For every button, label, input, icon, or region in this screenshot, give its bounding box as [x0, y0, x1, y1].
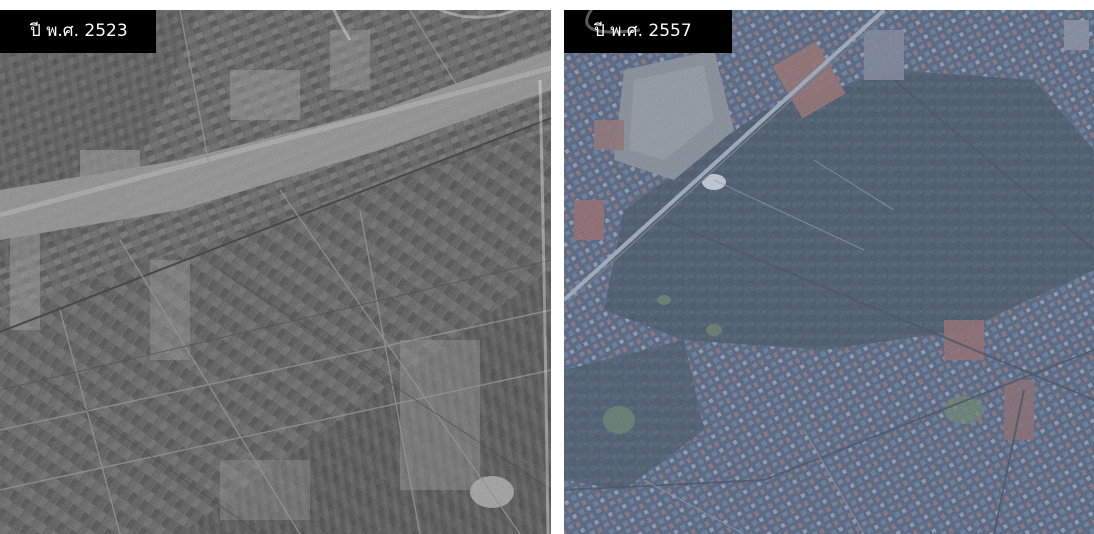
satellite-image-2557-image — [564, 10, 1094, 534]
year-label-2557: ปี พ.ศ. 2557 — [564, 10, 732, 53]
satellite-image-2557: ปี พ.ศ. 2557 — [564, 10, 1094, 534]
aerial-photo-2523-image — [0, 10, 551, 534]
aerial-photo-2523: ปี พ.ศ. 2523 — [0, 10, 551, 534]
year-label-2523: ปี พ.ศ. 2523 — [0, 10, 156, 53]
